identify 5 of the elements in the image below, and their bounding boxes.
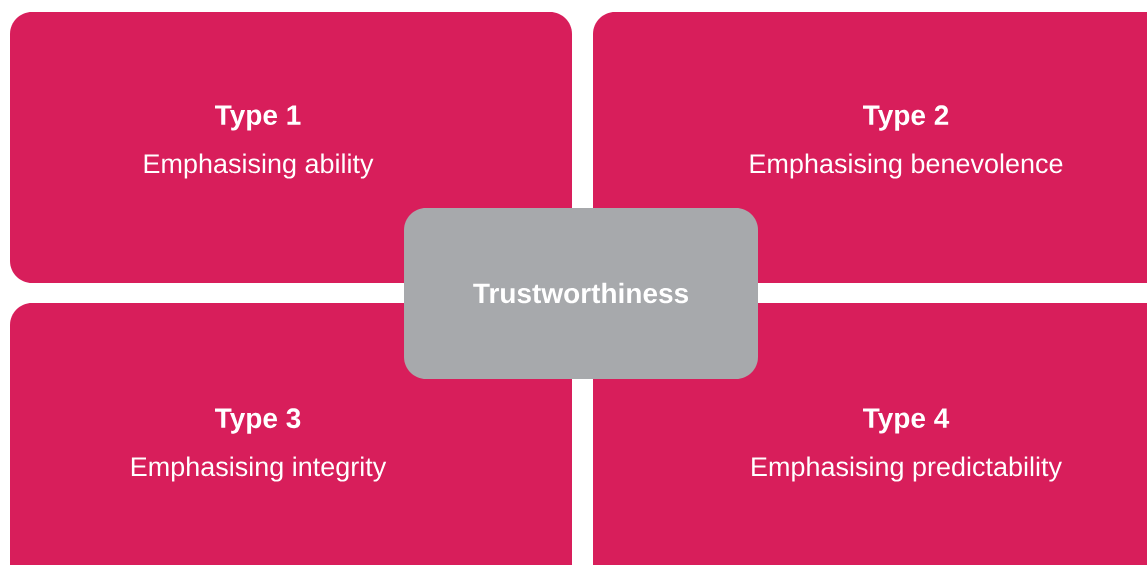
centre-box: Trustworthiness [404,208,758,379]
type-box: Type 1 Emphasising ability [10,12,572,283]
type-box: Type 3 Emphasising integrity [10,303,572,565]
type-box: Type 4 Emphasising predictability [593,303,1147,565]
type-box: Type 2 Emphasising benevolence [593,12,1147,283]
